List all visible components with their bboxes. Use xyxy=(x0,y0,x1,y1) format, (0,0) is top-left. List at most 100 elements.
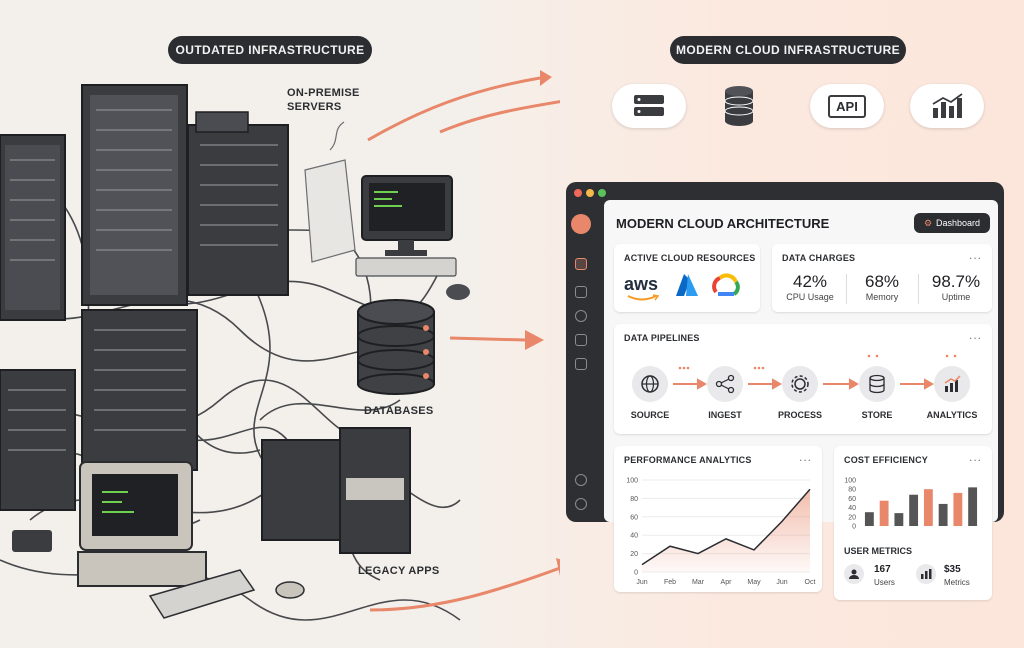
stage-label-source: SOURCE xyxy=(630,410,670,420)
cost-bar xyxy=(968,487,978,526)
cost-bar xyxy=(864,512,874,526)
cost-bar xyxy=(894,513,904,526)
perf-ytick: 20 xyxy=(630,551,638,558)
gear-icon: ⚙ xyxy=(923,217,933,228)
cog-icon xyxy=(791,375,809,393)
stage-label-store: STORE xyxy=(861,410,893,420)
perf-xtick: May xyxy=(747,579,761,586)
apps-icon[interactable] xyxy=(575,258,587,270)
servers-label: ON-PREMISE SERVERS xyxy=(287,86,360,114)
logo-icon xyxy=(571,214,591,234)
stage-label-ingest: INGEST xyxy=(708,410,742,420)
storage-icon[interactable] xyxy=(575,334,587,346)
server-icon xyxy=(634,95,664,116)
databases-label: DATABASES xyxy=(364,405,434,417)
perf-area xyxy=(642,489,810,572)
aws-logo: aws xyxy=(624,274,659,294)
users-value: 167 xyxy=(874,564,891,575)
uptime-metric: 98.7% Uptime xyxy=(926,272,986,302)
resources-title: ACTIVE CLOUD RESOURCES xyxy=(624,253,756,263)
cost-bar xyxy=(923,489,933,526)
servers-label-line1: ON-PREMISE xyxy=(287,87,360,99)
cloud-database xyxy=(702,84,776,128)
cloud-icon[interactable] xyxy=(575,310,587,322)
chart-icon xyxy=(932,93,963,118)
memory-value: 68% xyxy=(864,272,900,291)
uptime-value: 98.7% xyxy=(931,272,981,291)
modern-cloud-title: MODERN CLOUD INFRASTRUCTURE xyxy=(670,36,906,64)
perf-xtick: Apr xyxy=(721,579,733,586)
aws-smile-icon xyxy=(627,294,660,301)
cost-more-icon[interactable]: ... xyxy=(968,450,982,464)
users-label: Users xyxy=(874,578,895,587)
perf-ytick: 40 xyxy=(630,533,638,540)
alerts-icon[interactable] xyxy=(575,474,587,486)
active-resources-card: ACTIVE CLOUD RESOURCES aws xyxy=(614,244,760,312)
charges-title: DATA CHARGES xyxy=(782,253,856,263)
perf-xtick: Jun xyxy=(636,579,647,586)
gcp-logo-icon xyxy=(712,273,740,296)
dashboard-sidebar xyxy=(566,204,596,522)
outdated-infrastructure-title: OUTDATED INFRASTRUCTURE xyxy=(168,36,372,64)
metrics-label: Metrics xyxy=(944,578,970,587)
cloud-server xyxy=(612,84,686,128)
perf-ytick: 60 xyxy=(630,514,638,521)
perf-line xyxy=(641,488,811,566)
cost-ytick: 20 xyxy=(848,514,856,521)
cloud-api: API xyxy=(810,84,884,128)
servers-label-line2: SERVERS xyxy=(287,101,342,113)
cost-ytick: 60 xyxy=(848,496,856,503)
perf-xtick: Jun xyxy=(776,579,787,586)
data-pipelines-card: DATA PIPELINES ... SOURCE INGEST PROCESS… xyxy=(614,324,992,434)
analytics-icon[interactable] xyxy=(575,358,587,370)
divider xyxy=(846,274,847,304)
bar-chart-icon xyxy=(944,375,961,392)
maximize-window-dot[interactable] xyxy=(598,189,606,197)
share-icon xyxy=(715,374,735,394)
memory-label: Memory xyxy=(865,292,899,302)
gear-icon[interactable] xyxy=(575,498,587,510)
cost-ytick: 100 xyxy=(844,478,856,485)
minimize-window-dot[interactable] xyxy=(586,189,594,197)
cost-bar xyxy=(879,500,889,526)
stage-label-analytics: ANALYTICS xyxy=(926,410,978,420)
cost-ytick: 0 xyxy=(852,524,856,531)
cpu-metric: 42% CPU Usage xyxy=(784,272,836,302)
charges-more-icon[interactable]: ... xyxy=(968,248,982,262)
page-title: MODERN CLOUD ARCHITECTURE xyxy=(616,216,830,231)
data-charges-card: DATA CHARGES ... 42% CPU Usage 68% Memor… xyxy=(772,244,992,312)
database-icon xyxy=(869,374,885,394)
memory-metric: 68% Memory xyxy=(856,272,908,302)
user-metrics-title: USER METRICS xyxy=(844,546,913,556)
perf-ytick: 100 xyxy=(626,478,638,485)
cost-bar xyxy=(938,503,948,526)
perf-ytick: 80 xyxy=(630,496,638,503)
pipeline-analytics[interactable] xyxy=(934,366,970,402)
perf-xtick: Mar xyxy=(692,579,705,586)
cost-bar xyxy=(953,492,963,526)
cloud-chart xyxy=(910,84,984,128)
performance-title: PERFORMANCE ANALYTICS xyxy=(624,455,752,465)
globe-icon xyxy=(641,375,659,393)
database-icon xyxy=(724,86,754,126)
perf-xtick: Oct xyxy=(805,579,816,586)
cost-ytick: 40 xyxy=(848,505,856,512)
divider xyxy=(918,274,919,304)
pipeline-process[interactable] xyxy=(782,366,818,402)
pipelines-more-icon[interactable]: ... xyxy=(968,328,982,342)
pipeline-arrows xyxy=(673,354,957,390)
dashboard-button[interactable]: ⚙ Dashboard xyxy=(914,213,990,233)
user-icon xyxy=(844,564,864,584)
pipeline-ingest[interactable] xyxy=(707,366,743,402)
api-icon: API xyxy=(828,94,866,118)
pipeline-store[interactable] xyxy=(859,366,895,402)
performance-more-icon[interactable]: ... xyxy=(798,450,812,464)
cost-ytick: 80 xyxy=(848,487,856,494)
close-window-dot[interactable] xyxy=(574,189,582,197)
home-icon[interactable] xyxy=(575,286,587,298)
stage-label-process: PROCESS xyxy=(777,410,822,420)
perf-ytick: 0 xyxy=(634,570,638,577)
pipeline-source[interactable] xyxy=(632,366,668,402)
